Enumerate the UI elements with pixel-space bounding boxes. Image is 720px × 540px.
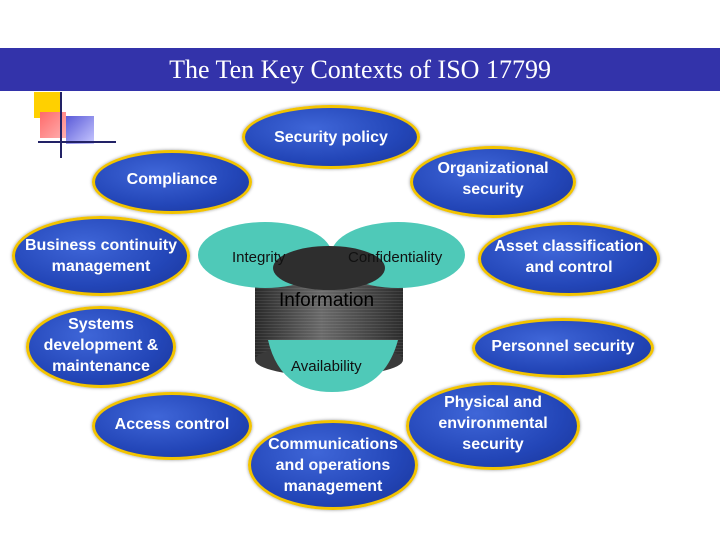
systems-development-label: Systems development & maintenance [43, 315, 159, 375]
access-control-label: Access control [114, 415, 230, 433]
organizational-security-oval [410, 146, 576, 218]
blue-square-decoration [66, 116, 94, 144]
security-policy-oval [242, 105, 420, 169]
availability-ring [268, 340, 398, 392]
physical-environmental-label: Physical and environmental security [438, 393, 548, 453]
confidentiality-label: Confidentiality [348, 249, 443, 266]
asset-classification-oval [478, 222, 660, 296]
systems-development-oval [26, 306, 176, 388]
integrity-label: Integrity [232, 249, 286, 266]
compliance-label: Compliance [126, 170, 218, 188]
physical-environmental-oval [406, 382, 580, 470]
personnel-security-label: Personnel security [491, 337, 635, 355]
business-continuity-oval [12, 216, 190, 296]
security-policy-label: Security policy [274, 128, 388, 146]
information-label: Information [279, 290, 375, 311]
page-title: The Ten Key Contexts of ISO 17799 [169, 55, 551, 84]
access-control-oval [92, 392, 252, 460]
title-bar [0, 48, 720, 91]
business-continuity-label: Business continuity management [24, 237, 178, 275]
personnel-security-oval [472, 318, 654, 378]
vertical-line-decoration [60, 92, 62, 158]
organizational-security-label: Organizational security [437, 160, 549, 198]
communications-operations-label: Communications and operations management [268, 435, 398, 495]
communications-operations-oval [248, 420, 418, 510]
availability-label: Availability [291, 358, 362, 375]
cylinder-top [273, 246, 385, 290]
horizontal-line-decoration [38, 141, 116, 143]
compliance-oval [92, 150, 252, 214]
asset-classification-label: Asset classification and control [494, 238, 644, 276]
